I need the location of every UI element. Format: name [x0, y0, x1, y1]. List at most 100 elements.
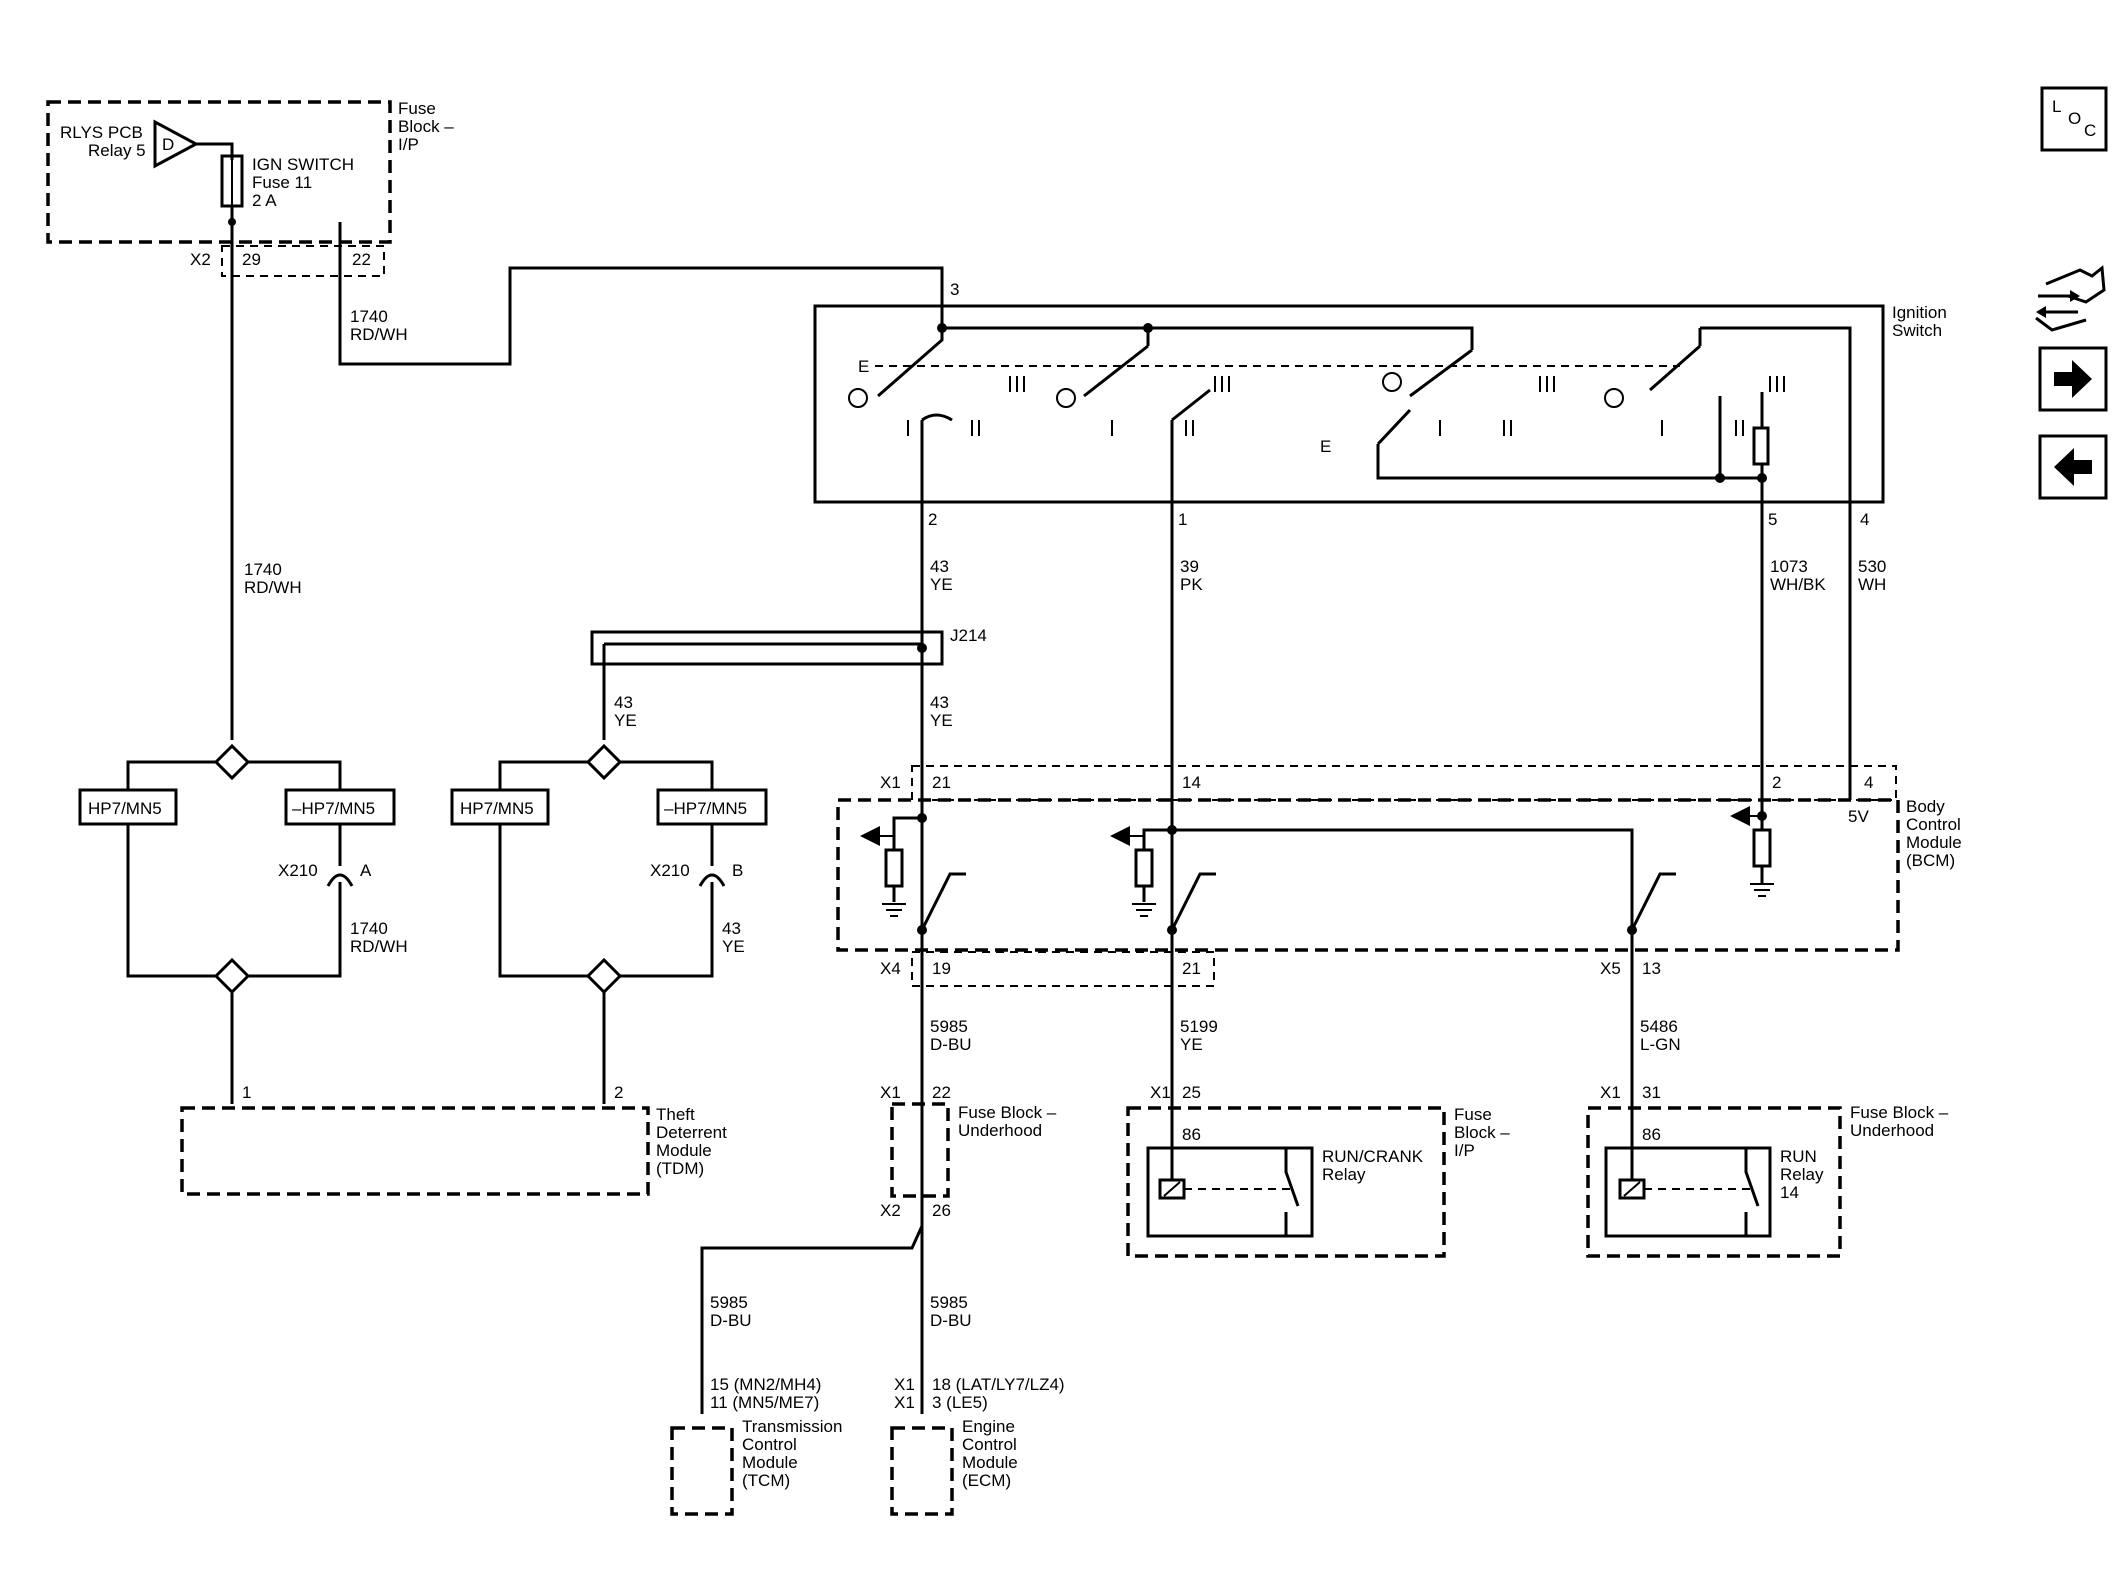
- wire-1740-c-num: 1740: [350, 919, 388, 938]
- run-relay-label-2: Relay: [1780, 1165, 1824, 1184]
- bcm-x4-pin-21: 21: [1182, 959, 1201, 978]
- fbuh1-x2-pin: 26: [932, 1201, 951, 1220]
- tdm-pin-2: 2: [614, 1083, 623, 1102]
- bcm-x1-pin-21: 21: [932, 773, 951, 792]
- splice-label: J214: [950, 626, 987, 645]
- run-relay-x1: X1: [1600, 1083, 1621, 1102]
- wire-43-a-color: YE: [930, 575, 953, 594]
- run-crank-block-2: Block –: [1454, 1123, 1510, 1142]
- bcm-title-3: Module: [1906, 833, 1962, 852]
- run-crank-label-2: Relay: [1322, 1165, 1366, 1184]
- ign-pin-3: 3: [950, 280, 959, 299]
- ign-pin-1: 1: [1178, 510, 1187, 529]
- tcm-title-4: (TCM): [742, 1471, 790, 1490]
- option-nhp7-a: –HP7/MN5: [292, 799, 375, 818]
- ev-symbol-2: E: [1320, 437, 1331, 456]
- loc-letter-o: O: [2068, 109, 2081, 128]
- bcm-title-2: Control: [1906, 815, 1961, 834]
- run-crank-pin: 25: [1182, 1083, 1201, 1102]
- relay-diode-icon: [153, 119, 200, 169]
- wire-43-a-num: 43: [930, 557, 949, 576]
- splice-j214: J214: [590, 626, 987, 740]
- x210-a-pin: A: [360, 861, 372, 880]
- x2-pin-22: 22: [352, 250, 371, 269]
- wire-39-num: 39: [1180, 557, 1199, 576]
- wire-1740-b-color: RD/WH: [350, 325, 408, 344]
- bcm-title-1: Body: [1906, 797, 1945, 816]
- back-button[interactable]: [2038, 434, 2108, 500]
- bcm-x5-label: X5: [1600, 959, 1621, 978]
- ecm-title-2: Control: [962, 1435, 1017, 1454]
- wire-1073-num: 1073: [1770, 557, 1808, 576]
- ign-pin-4: 4: [1860, 510, 1869, 529]
- run-crank-label-1: RUN/CRANK: [1322, 1147, 1424, 1166]
- tcm-pin-1: 15 (MN2/MH4): [710, 1375, 821, 1394]
- wire-5486-color: L-GN: [1640, 1035, 1681, 1054]
- wire-43-d-num: 43: [722, 919, 741, 938]
- option-hp7-b: HP7/MN5: [460, 799, 534, 818]
- relay-label-1: RLYS PCB: [60, 123, 143, 142]
- forward-button[interactable]: [2038, 346, 2108, 412]
- fuse-block-ip-title-3: I/P: [398, 135, 419, 154]
- bcm-title-4: (BCM): [1906, 851, 1955, 870]
- bcm-x4-pin-19: 19: [932, 959, 951, 978]
- ecm-conn-2: X1: [894, 1393, 915, 1412]
- fuse-block-ip-title-1: Fuse: [398, 99, 436, 118]
- wire-530-num: 530: [1858, 557, 1886, 576]
- run-relay-relay-pin: 86: [1642, 1125, 1661, 1144]
- theft-deterrent-module: 1 2 Theft Deterrent Module (TDM): [180, 1083, 727, 1196]
- relay-label-2: Relay 5: [88, 141, 146, 160]
- ecm-title-3: Module: [962, 1453, 1018, 1472]
- x210-b-pin: B: [732, 861, 743, 880]
- ecm-pin-1: 18 (LAT/LY7/LZ4): [932, 1375, 1065, 1394]
- ecm-pin-2: 3 (LE5): [932, 1393, 988, 1412]
- run-relay: X1 31 Fuse Block – Underhood 86 RUN Rela…: [1586, 1083, 1949, 1258]
- wire-5985-b-color: D-BU: [710, 1311, 752, 1330]
- ignition-switch-title-2: Switch: [1892, 321, 1942, 340]
- wire-530-color: WH: [1858, 575, 1886, 594]
- ign-pin-5: 5: [1768, 510, 1777, 529]
- wire-43-b-num: 43: [930, 693, 949, 712]
- wire-43-d-color: YE: [722, 937, 745, 956]
- run-relay-block-2: Underhood: [1850, 1121, 1934, 1140]
- ev-symbol-1: E: [858, 357, 869, 376]
- ign-pin-2: 2: [928, 510, 937, 529]
- x210-b-label: X210: [650, 861, 690, 880]
- wire-1740-a-num: 1740: [244, 560, 282, 579]
- fbuh1-x2-label: X2: [880, 1201, 901, 1220]
- wire-5985-c-color: D-BU: [930, 1311, 972, 1330]
- run-relay-pin: 31: [1642, 1083, 1661, 1102]
- x2-connector-label: X2: [190, 250, 211, 269]
- loc-button[interactable]: L O C: [2040, 86, 2108, 152]
- tdm-title-2: Deterrent: [656, 1123, 727, 1142]
- bcm-x4-label: X4: [880, 959, 901, 978]
- option-hp7-a: HP7/MN5: [88, 799, 162, 818]
- wire-5985-a-color: D-BU: [930, 1035, 972, 1054]
- run-crank-relay: X1 25 Fuse Block – I/P 86 RUN/CRANK Rela…: [1126, 1083, 1510, 1258]
- tcm-title-1: Transmission: [742, 1417, 842, 1436]
- tdm-title-1: Theft: [656, 1105, 695, 1124]
- body-control-module: X1 21 14 2 4 5V Body Control Module (BCM…: [836, 765, 1962, 987]
- arrow-left-icon: [2054, 448, 2092, 486]
- option-network-a: HP7/MN5 –HP7/MN5 X210 A 1740 RD/WH: [78, 743, 408, 1104]
- run-crank-relay-pin: 86: [1182, 1125, 1201, 1144]
- wire-1740-c-color: RD/WH: [350, 937, 408, 956]
- arrow-right-icon: [2054, 360, 2092, 398]
- transmission-control-module: 15 (MN2/MH4) 11 (MN5/ME7) Transmission C…: [670, 1375, 842, 1516]
- ecm-conn-1: X1: [894, 1375, 915, 1394]
- tcm-title-2: Control: [742, 1435, 797, 1454]
- fuse-label-1: IGN SWITCH: [252, 155, 354, 174]
- component-tools-icon[interactable]: [2035, 265, 2106, 332]
- x2-pin-29: 29: [242, 250, 261, 269]
- run-crank-block-3: I/P: [1454, 1141, 1475, 1160]
- run-relay-label-1: RUN: [1780, 1147, 1817, 1166]
- wire-5486-num: 5486: [1640, 1017, 1678, 1036]
- fuse-label-3: 2 A: [252, 191, 277, 210]
- wire-1073-color: WH/BK: [1770, 575, 1826, 594]
- bcm-x1-pin-2: 2: [1772, 773, 1781, 792]
- fbuh1-title-2: Underhood: [958, 1121, 1042, 1140]
- wire-43-c-color: YE: [614, 711, 637, 730]
- bcm-5v: 5V: [1848, 807, 1869, 826]
- ecm-title-1: Engine: [962, 1417, 1015, 1436]
